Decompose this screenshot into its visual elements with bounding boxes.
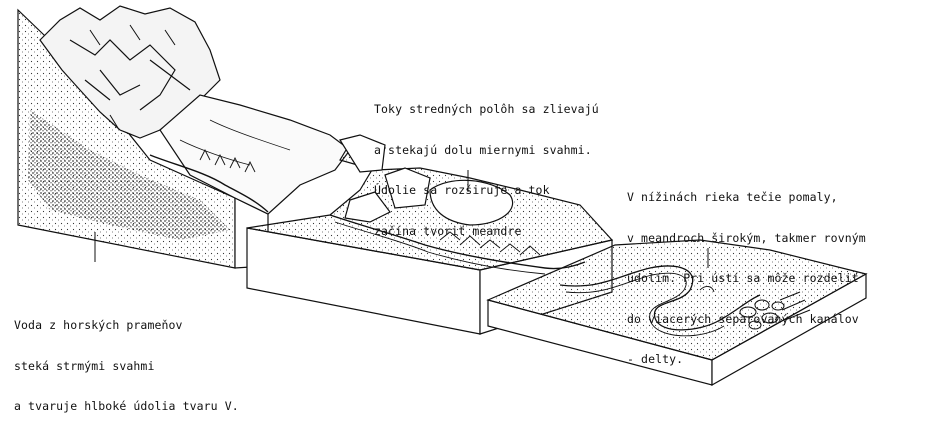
caption-line: V nížinách rieka tečie pomaly, [627, 191, 866, 205]
caption-line: v meandroch širokým, takmer rovným [627, 232, 866, 246]
caption-middle-course: Toky stredných polôh sa zlievajú a steka… [374, 76, 599, 252]
caption-line: Voda z horských prameňov [14, 319, 239, 333]
caption-line: steká strmými svahmi [14, 360, 239, 374]
caption-line: Údolie sa rozširuje a tok [374, 184, 599, 198]
caption-line: začína tvoriť meandre [374, 225, 599, 239]
caption-line: a tvaruje hlboké údolia tvaru V. [14, 400, 239, 414]
caption-line: - delty. [627, 353, 866, 367]
caption-line: Toky stredných polôh sa zlievajú [374, 103, 599, 117]
caption-line: a stekajú dolu miernymi svahmi. [374, 144, 599, 158]
caption-line: údolím. Pri ústí sa môže rozdeliť [627, 272, 866, 286]
caption-mountain-source: Voda z horských prameňov steká strmými s… [14, 292, 239, 427]
caption-lowland-delta: V nížinách rieka tečie pomaly, v meandro… [627, 164, 866, 380]
caption-line: do viacerých separovaných kanálov [627, 313, 866, 327]
